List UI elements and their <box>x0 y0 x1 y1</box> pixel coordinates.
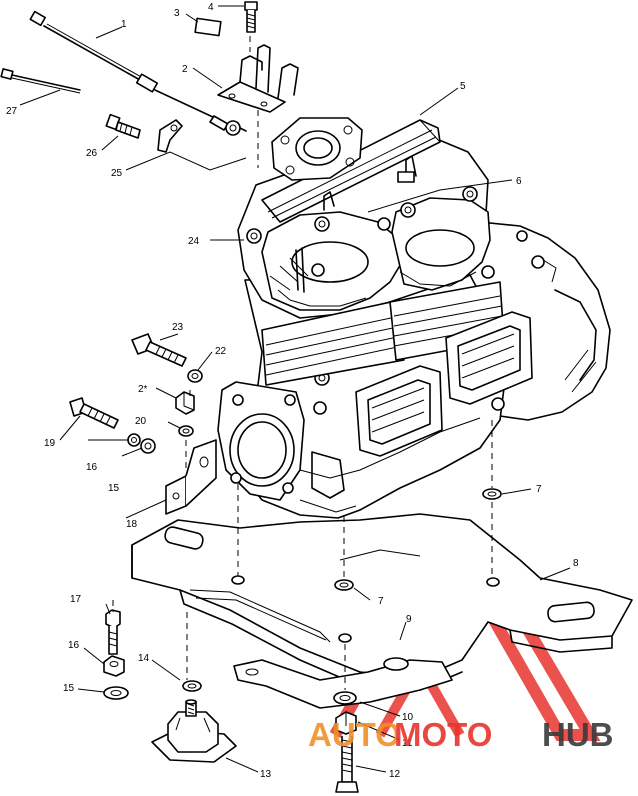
rubber-mount-13 <box>151 699 237 763</box>
watermark-moto: MOTO <box>394 716 492 753</box>
callout-3: 3 <box>174 8 180 19</box>
screw-top <box>244 1 258 33</box>
bolt-23 <box>131 333 187 367</box>
nut-11 <box>335 711 357 735</box>
engine-assembly <box>217 117 611 519</box>
callout-22: 22 <box>215 346 227 357</box>
washer-15-lower <box>103 686 129 700</box>
watermark-wordmark: AUTO MOTO HUB <box>308 716 614 753</box>
callout-18: 18 <box>126 519 138 530</box>
callout-26: 26 <box>86 148 98 159</box>
callout-23: 23 <box>172 322 184 333</box>
clamp-part <box>157 119 183 153</box>
callout-20: 20 <box>135 416 147 427</box>
bolt-12 <box>335 736 359 793</box>
watermark-auto: AUTO <box>308 716 401 753</box>
callout-6: 6 <box>516 176 522 187</box>
callout-2-star: 2* <box>138 384 148 395</box>
clip-part <box>194 17 222 37</box>
callout-1: 1 <box>121 19 127 30</box>
washer-7-lower <box>334 579 354 591</box>
callout-27: 27 <box>6 106 18 117</box>
callout-leaders <box>19 5 571 773</box>
fitting-part <box>105 113 141 139</box>
engine-mount-plate <box>131 513 633 691</box>
callout-17: 17 <box>70 594 82 605</box>
washer-20 <box>178 425 194 437</box>
nut-2 <box>175 391 195 415</box>
callout-4: 4 <box>208 2 214 13</box>
callout-9: 9 <box>406 614 412 625</box>
cable-bracket <box>217 44 299 113</box>
choke-rod <box>0 68 81 94</box>
callout-numbers: 1 2 2* 3 4 5 6 7 7 8 9 10 11 12 13 14 15… <box>6 2 579 780</box>
washer-10 <box>333 691 357 705</box>
callout-2: 2 <box>182 64 188 75</box>
throttle-cable <box>29 10 247 136</box>
washer-15 <box>140 438 156 454</box>
nut-16-lower <box>103 655 125 677</box>
callout-11: 11 <box>402 738 413 749</box>
callout-5: 5 <box>460 81 466 92</box>
callout-13: 13 <box>260 769 272 780</box>
mount-bracket-18 <box>165 439 217 515</box>
callout-15-lower: 15 <box>63 683 75 694</box>
mounting-strap <box>233 657 453 709</box>
washer-14 <box>182 680 202 692</box>
assembly-center-lines <box>112 36 493 690</box>
callout-16-lower: 16 <box>68 640 80 651</box>
callout-14: 14 <box>138 653 150 664</box>
bolt-17 <box>105 609 121 655</box>
callout-7-lower: 7 <box>378 596 384 607</box>
callout-7-upper: 7 <box>536 484 542 495</box>
callout-24: 24 <box>188 236 200 247</box>
bolt-19 <box>69 397 119 429</box>
callout-25: 25 <box>111 168 123 179</box>
washer-22 <box>187 369 203 383</box>
watermark-hub: HUB <box>542 716 614 753</box>
callout-12: 12 <box>389 769 401 780</box>
callout-10: 10 <box>402 712 414 723</box>
lockwasher-16 <box>127 433 141 447</box>
callout-16-upper: 16 <box>86 462 98 473</box>
callout-8: 8 <box>573 558 579 569</box>
washer-7-upper <box>482 488 502 500</box>
callout-19: 19 <box>44 438 56 449</box>
callout-15-upper: 15 <box>108 483 120 494</box>
